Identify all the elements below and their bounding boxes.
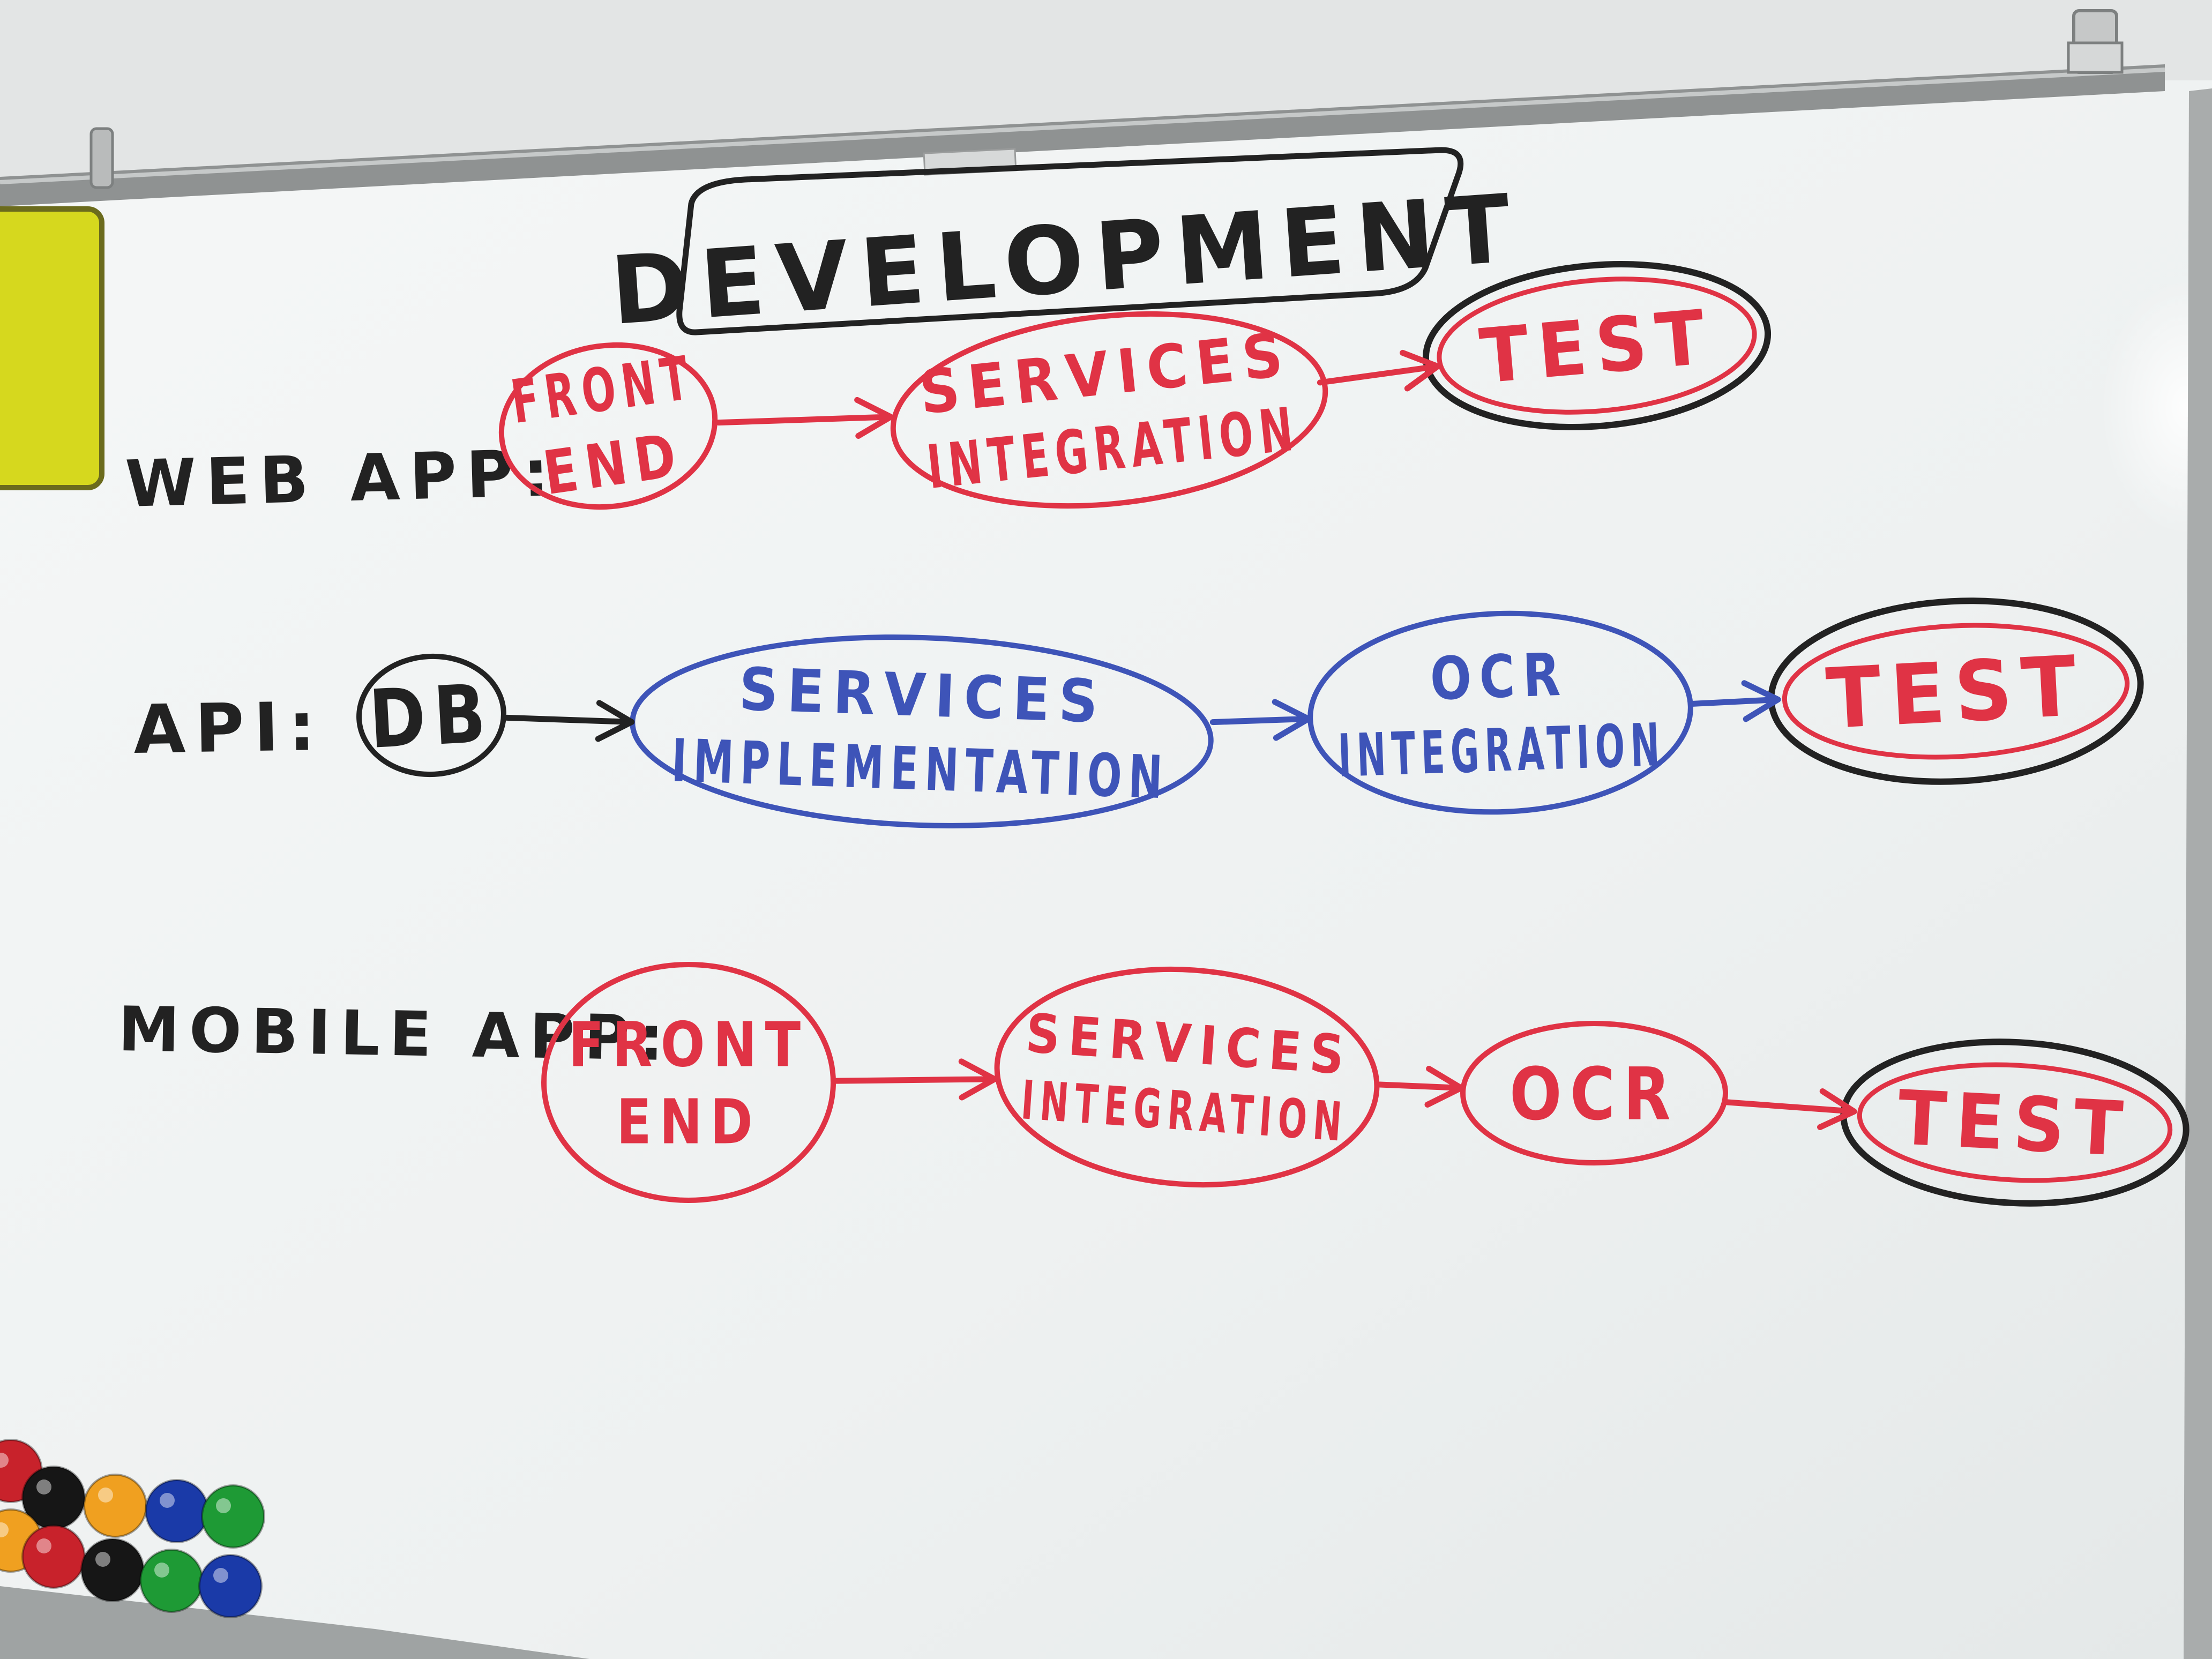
- magnet-orange: [83, 1474, 147, 1538]
- stage-outline-inner: [1857, 1062, 2173, 1183]
- yellow-eraser: [0, 206, 104, 490]
- stage-text-line: END: [616, 1086, 760, 1158]
- light-glare: [2101, 279, 2212, 536]
- stage-outline: [1460, 1021, 1728, 1165]
- arrow-shaft: [1377, 1081, 1464, 1091]
- stage-mobile-ocr: OCR: [1460, 1021, 1728, 1165]
- magnet-highlight: [98, 1488, 113, 1503]
- stage-text-line: SERVICES: [738, 655, 1108, 736]
- magnet-highlight: [36, 1479, 51, 1494]
- arrow-api-0-to-1: [504, 700, 635, 742]
- arrow-head: [854, 397, 894, 439]
- stage-text-line: TEST: [1895, 1074, 2134, 1174]
- arrow-web-1-to-2: [1317, 349, 1441, 392]
- title-box: [676, 147, 1464, 335]
- stage-text-line: OCR: [1509, 1052, 1679, 1137]
- arrow-mobile-2-to-3: [1724, 1088, 1857, 1130]
- arrow-shaft: [1317, 363, 1441, 386]
- stage-text-line: TEST: [1824, 637, 2088, 748]
- row-label-mobile: MOBILE APP:: [118, 993, 674, 1075]
- row-label-api: API:: [133, 688, 325, 769]
- stage-api-db: DB: [356, 653, 506, 778]
- stage-text-line: FRONT: [569, 1010, 809, 1081]
- row-label-web: WEB APP:: [124, 436, 559, 522]
- arrow-shaft: [1724, 1099, 1857, 1115]
- stage-outline-inner: [1437, 276, 1757, 415]
- arrow-head: [1817, 1088, 1857, 1130]
- board-surface: [0, 80, 2212, 1659]
- magnet-green: [139, 1549, 204, 1613]
- stage-text-line: DB: [367, 667, 496, 767]
- magnet-highlight: [160, 1493, 175, 1508]
- arrow-shaft: [504, 714, 635, 725]
- arrow-head: [958, 1058, 998, 1101]
- arrow-shaft: [1690, 696, 1781, 707]
- stage-outline: [541, 962, 836, 1203]
- arrow-shaft: [833, 1076, 998, 1084]
- magnet-highlight: [36, 1538, 51, 1553]
- arrow-web-0-to-1: [715, 397, 894, 439]
- arrow-api-2-to-3: [1690, 680, 1781, 722]
- arrow-mobile-0-to-1: [833, 1058, 998, 1101]
- stage-text-line: INTEGRATION: [1337, 711, 1667, 790]
- magnets: [0, 1439, 265, 1618]
- arrow-head: [1272, 699, 1312, 741]
- hanging-clip-right: [2067, 9, 2124, 74]
- stage-text-line: TEST: [1477, 294, 1717, 401]
- arrow-head: [1400, 349, 1441, 392]
- stage-mobile-test: TEST: [1840, 1038, 2189, 1207]
- board-top-rail-highlight: [0, 68, 2165, 184]
- hanging-clip-left: [89, 127, 114, 189]
- board-right-rail: [2184, 88, 2212, 1659]
- stage-api-test: TEST: [1768, 597, 2144, 785]
- stage-text-line: OCR: [1429, 640, 1570, 713]
- magnet-highlight: [216, 1498, 231, 1513]
- arrow-api-1-to-2: [1209, 699, 1312, 741]
- stage-outline: [498, 342, 718, 510]
- arrow-head: [1741, 680, 1781, 722]
- magnet-highlight: [213, 1568, 228, 1583]
- arrow-shaft: [1209, 715, 1312, 726]
- arrow-head: [595, 700, 635, 742]
- magnet-highlight: [154, 1563, 169, 1578]
- stage-outline: [356, 653, 506, 778]
- stage-outline: [890, 311, 1328, 509]
- arrow-mobile-1-to-2: [1377, 1065, 1464, 1108]
- arrow-head: [1424, 1065, 1464, 1108]
- magnet-highlight: [95, 1552, 110, 1567]
- magnet-green: [201, 1484, 265, 1549]
- magnet-blue: [198, 1554, 263, 1618]
- magnet-highlight: [0, 1453, 9, 1468]
- magnet-blue: [145, 1479, 209, 1543]
- arrow-shaft: [715, 414, 894, 426]
- magnet-black: [80, 1538, 145, 1602]
- magnet-red: [21, 1525, 86, 1589]
- stage-outline: [994, 966, 1380, 1188]
- stage-outline-inner: [1782, 623, 2130, 760]
- magnet-highlight: [0, 1522, 9, 1537]
- board-bottom-tray: [0, 1586, 589, 1659]
